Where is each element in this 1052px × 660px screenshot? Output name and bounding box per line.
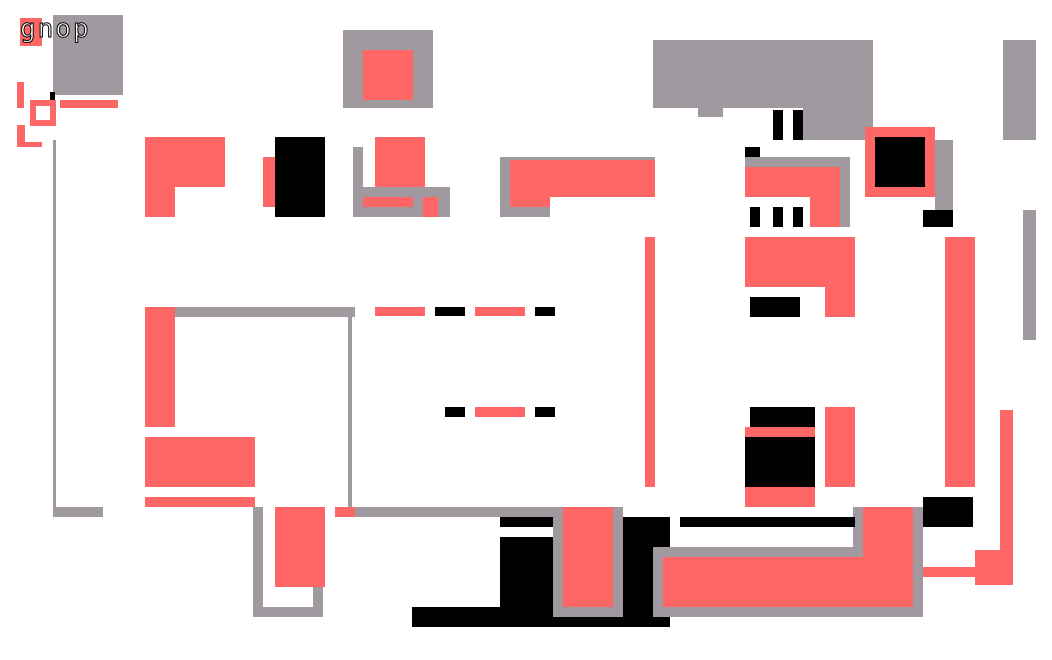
block [745, 487, 815, 507]
block [145, 307, 175, 427]
block [645, 237, 655, 487]
block [793, 110, 803, 140]
block [412, 607, 670, 627]
logo-block [60, 100, 118, 108]
block [750, 297, 800, 317]
block [923, 497, 973, 527]
logo-block [50, 92, 55, 100]
block [363, 197, 413, 207]
logo-block [17, 82, 24, 108]
block [745, 167, 840, 197]
block [500, 517, 555, 527]
block [945, 237, 975, 487]
block [863, 507, 913, 559]
block [745, 427, 815, 437]
block [435, 307, 465, 316]
block [935, 140, 953, 210]
block [825, 407, 855, 487]
block [423, 197, 438, 217]
block [275, 137, 325, 217]
logo-block [17, 125, 25, 147]
block [145, 307, 355, 317]
block [355, 507, 555, 517]
divider [348, 317, 352, 507]
block [680, 517, 855, 527]
block [810, 197, 840, 227]
block [975, 550, 1013, 585]
block [475, 307, 525, 316]
block [263, 157, 278, 207]
block [773, 110, 783, 140]
block [145, 437, 255, 487]
block [535, 307, 555, 316]
block [563, 507, 613, 607]
block [275, 507, 325, 587]
block [875, 137, 925, 187]
block [445, 407, 465, 417]
block [1000, 410, 1013, 550]
block [353, 147, 363, 217]
block [1003, 40, 1036, 140]
divider [53, 140, 56, 515]
block [750, 407, 815, 427]
block [773, 207, 783, 227]
block [745, 147, 760, 157]
block [175, 187, 225, 217]
block [375, 137, 425, 187]
block [535, 407, 555, 417]
block [1023, 210, 1036, 340]
block [803, 100, 873, 140]
logo-block [36, 106, 50, 120]
block [793, 207, 803, 227]
block [475, 407, 525, 417]
block [750, 207, 760, 227]
block [923, 210, 953, 227]
block [550, 197, 655, 217]
block [663, 557, 913, 607]
logo-text: gnop [20, 14, 91, 45]
block [698, 100, 723, 117]
block [335, 507, 355, 517]
block [145, 497, 255, 507]
block [375, 307, 425, 316]
block [923, 567, 975, 577]
block [53, 507, 103, 517]
logo-glyph [20, 18, 42, 46]
block [653, 40, 873, 108]
logo-block [20, 142, 42, 147]
block [745, 437, 815, 487]
logo-backdrop [53, 15, 123, 95]
block [363, 50, 413, 100]
